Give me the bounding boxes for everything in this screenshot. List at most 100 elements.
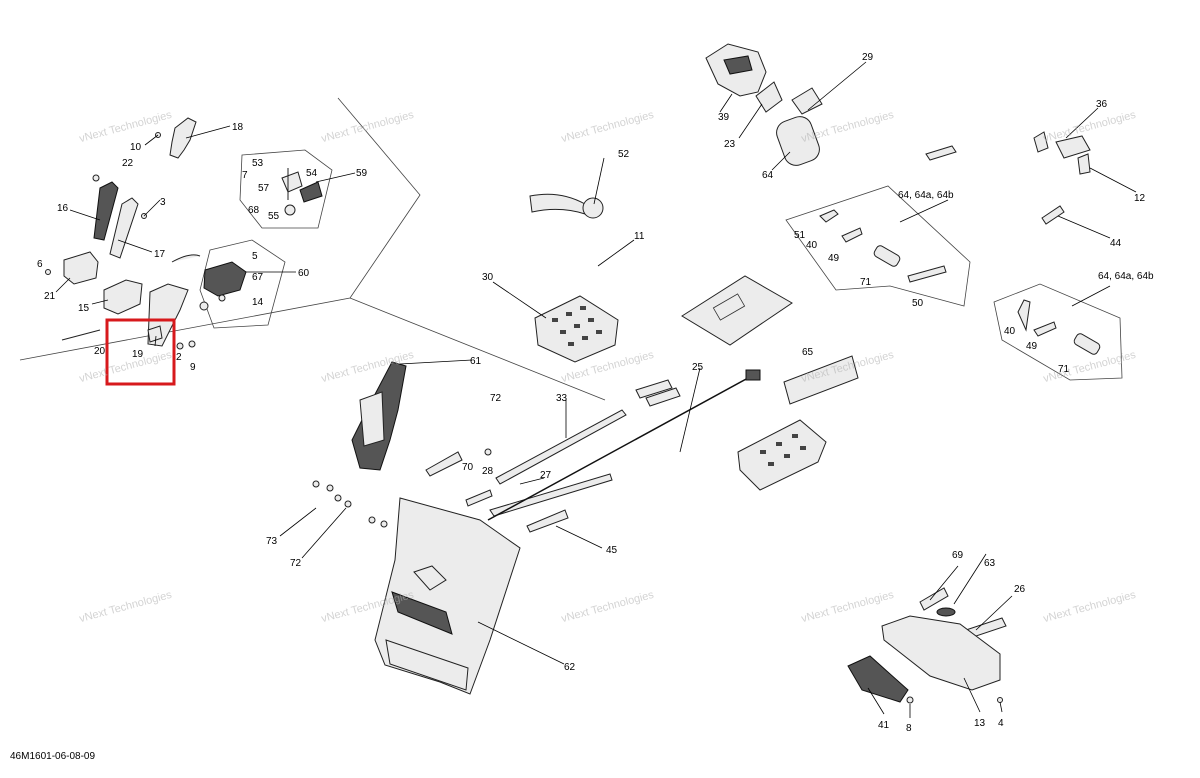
part-label-54[interactable]: 54 [306, 168, 318, 179]
washer-72d[interactable] [380, 520, 388, 528]
part-label-52[interactable]: 52 [618, 149, 630, 160]
highlight-box-19[interactable] [105, 318, 176, 386]
wrench-40a[interactable] [819, 209, 839, 223]
clip-12-ear-right[interactable] [1077, 153, 1091, 175]
wrench-40b[interactable] [1017, 299, 1031, 332]
bracket-18[interactable] [169, 117, 197, 159]
pad-upper-right[interactable] [925, 145, 957, 161]
part-label-49[interactable]: 49 [828, 253, 840, 264]
part-label-22[interactable]: 22 [122, 158, 134, 169]
latch-54[interactable] [281, 171, 303, 193]
part-label-59[interactable]: 59 [356, 168, 368, 179]
key-49a[interactable] [841, 227, 863, 243]
screw-4[interactable] [997, 697, 1003, 703]
washer-72c[interactable] [368, 516, 376, 524]
cable-25[interactable] [487, 377, 749, 521]
screw-8[interactable] [906, 696, 914, 704]
part-label-30[interactable]: 30 [482, 272, 494, 283]
spring-55[interactable] [284, 204, 296, 216]
cable-connector-25[interactable] [745, 369, 761, 381]
screw-6[interactable] [45, 269, 51, 275]
pad-69[interactable] [919, 587, 949, 611]
part-label-40-b[interactable]: 40 [1004, 326, 1016, 337]
nut-73a[interactable] [312, 480, 320, 488]
bar-50[interactable] [907, 265, 947, 283]
washer-2[interactable] [176, 342, 184, 350]
part-label-69[interactable]: 69 [952, 550, 964, 561]
horn-cup-52[interactable] [582, 197, 604, 219]
part-label-14[interactable]: 14 [252, 297, 264, 308]
part-label-62[interactable]: 62 [564, 662, 576, 673]
part-label-10[interactable]: 10 [130, 142, 142, 153]
clip-29[interactable] [791, 87, 823, 115]
pad-center-2[interactable] [645, 387, 681, 407]
decal-65[interactable] [783, 355, 859, 405]
rail-17[interactable] [109, 197, 139, 259]
part-label-63[interactable]: 63 [984, 558, 996, 569]
hood-13[interactable] [881, 615, 1001, 691]
part-label-64-group-a[interactable]: 64, 64a, 64b [898, 190, 954, 201]
part-label-50[interactable]: 50 [912, 298, 924, 309]
part-label-71[interactable]: 71 [860, 277, 872, 288]
part-label-6[interactable]: 6 [37, 259, 43, 270]
part-label-67[interactable]: 67 [252, 272, 264, 283]
part-label-49-b[interactable]: 49 [1026, 341, 1038, 352]
part-label-65[interactable]: 65 [802, 347, 814, 358]
washer-72-top[interactable] [484, 448, 492, 456]
rail-16[interactable] [93, 181, 119, 241]
part-label-41[interactable]: 41 [878, 720, 890, 731]
pad-70[interactable] [425, 451, 463, 477]
part-label-13[interactable]: 13 [974, 718, 986, 729]
part-label-53[interactable]: 53 [252, 158, 264, 169]
part-label-11[interactable]: 11 [634, 231, 645, 242]
strip-44[interactable] [1041, 205, 1065, 225]
bushing[interactable] [199, 301, 209, 311]
part-label-72-top[interactable]: 72 [490, 393, 502, 404]
part-label-40[interactable]: 40 [806, 240, 818, 251]
part-label-25[interactable]: 25 [692, 362, 704, 373]
washer-72a[interactable] [334, 494, 342, 502]
seal-63[interactable] [936, 607, 956, 617]
part-label-55[interactable]: 55 [268, 211, 280, 222]
part-label-44[interactable]: 44 [1110, 238, 1122, 249]
footrest-30[interactable] [534, 295, 619, 363]
spark-plug-tool-71b[interactable] [1073, 332, 1102, 355]
latch-arm-61-body[interactable] [359, 391, 385, 447]
part-label-51[interactable]: 51 [794, 230, 806, 241]
hinge-67[interactable] [203, 261, 247, 297]
part-label-17[interactable]: 17 [154, 249, 166, 260]
plate-23[interactable] [755, 81, 783, 113]
spark-plug-tool-71a[interactable] [873, 244, 902, 267]
nut-22[interactable] [92, 174, 100, 182]
part-label-8[interactable]: 8 [906, 723, 912, 734]
part-label-28[interactable]: 28 [482, 466, 494, 477]
key-49b[interactable] [1033, 321, 1057, 337]
part-label-33[interactable]: 33 [556, 393, 568, 404]
footrest-right[interactable] [737, 419, 827, 491]
clip-36-ear-left[interactable] [1033, 131, 1049, 153]
grille-41[interactable] [847, 655, 909, 703]
part-label-23[interactable]: 23 [724, 139, 736, 150]
part-label-60[interactable]: 60 [298, 268, 310, 279]
part-label-9[interactable]: 9 [190, 362, 196, 373]
pad-center[interactable] [635, 379, 673, 399]
washer-72b[interactable] [344, 500, 352, 508]
part-label-36[interactable]: 36 [1096, 99, 1108, 110]
pad-45[interactable] [526, 509, 569, 533]
part-label-7[interactable]: 7 [242, 170, 248, 181]
part-label-64-group-b[interactable]: 64, 64a, 64b [1098, 271, 1154, 282]
horn-52[interactable] [529, 193, 586, 215]
part-label-71-b[interactable]: 71 [1058, 364, 1070, 375]
part-label-18[interactable]: 18 [232, 122, 244, 133]
part-label-4[interactable]: 4 [998, 718, 1004, 729]
bracket-15[interactable] [103, 279, 143, 315]
part-label-19[interactable]: 19 [132, 349, 144, 360]
part-label-70[interactable]: 70 [462, 462, 474, 473]
part-label-72[interactable]: 72 [290, 558, 302, 569]
part-label-2[interactable]: 2 [176, 352, 182, 363]
rod-33[interactable] [495, 409, 627, 485]
part-label-64[interactable]: 64 [762, 170, 774, 181]
washer-9[interactable] [188, 340, 196, 348]
pin-20[interactable] [61, 329, 101, 341]
latch-plate-59[interactable] [299, 181, 323, 203]
